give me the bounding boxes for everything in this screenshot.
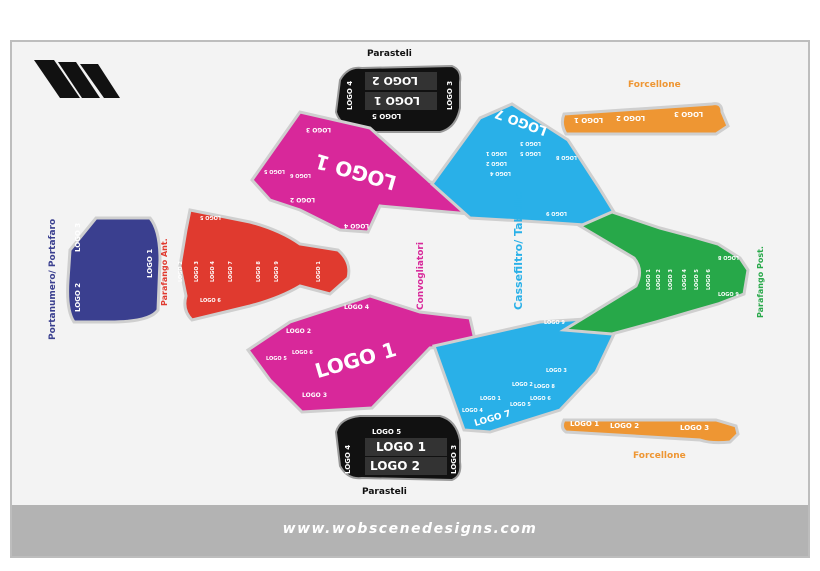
parafango-ant-logo-2: LOGO 2	[178, 261, 184, 282]
cassefiltro-bottom-logo-4: LOGO 4	[462, 408, 483, 414]
forcellone-top-logo-2: LOGO 2	[616, 114, 646, 122]
brand-logo	[34, 60, 120, 98]
cassefiltro-top-logo-5: LOGO 5	[520, 150, 541, 156]
convogliatori-top-logo-4: LOGO 4	[344, 222, 369, 229]
cassefiltro-top-logo-8: LOGO 8	[556, 154, 577, 160]
cassefiltro-bottom-logo-9: LOGO 9	[544, 320, 565, 326]
parafango-ant-logo-9: LOGO 9	[274, 261, 280, 282]
parasteli-top-logo-3: LOGO 3	[446, 80, 454, 110]
forcellone-bottom-logo-1: LOGO 1	[570, 420, 600, 428]
parasteli-bottom-logo-5: LOGO 5	[372, 428, 402, 436]
parafango-post-logo-9: LOGO 9	[718, 292, 739, 298]
parafango-post-logo-6: LOGO 6	[706, 269, 712, 290]
convogliatori-top-logo-2: LOGO 2	[290, 196, 315, 203]
parafango-post-label: Parafango Post.	[756, 246, 765, 318]
forcellone-top-logo-3: LOGO 3	[674, 110, 704, 118]
parafango-post-logo-3: LOGO 3	[668, 269, 674, 290]
parafango-ant-logo-5: LOGO 5	[200, 214, 221, 220]
parafango-ant-logo-4: LOGO 4	[210, 261, 216, 282]
website-url: www.wobscenedesigns.com	[282, 521, 538, 537]
parafango-post-logo-2: LOGO 2	[656, 269, 662, 290]
cassefiltro-bottom-logo-3: LOGO 3	[546, 368, 567, 374]
parasteli-bottom-panel-2	[365, 457, 447, 475]
cassefiltro-top-logo-4: LOGO 4	[490, 170, 511, 176]
parafango-post-logo-8: LOGO 8	[718, 254, 739, 260]
portanumero-logo-2: LOGO 2	[74, 282, 82, 312]
forcellone-bottom-logo-3: LOGO 3	[680, 424, 710, 432]
parasteli-top-panel-1	[365, 72, 437, 90]
parasteli-bottom-logo-3: LOGO 3	[450, 444, 458, 474]
parasteli-bottom-panel-1	[365, 438, 447, 456]
forcellone-bottom-logo-2: LOGO 2	[610, 422, 640, 430]
cassefiltro-bottom-logo-6: LOGO 6	[530, 396, 551, 402]
portanumero-logo-3: LOGO 3	[74, 222, 82, 252]
cassefiltro-bottom-logo-8: LOGO 8	[534, 384, 555, 390]
forcellone-top-logo-1: LOGO 1	[574, 116, 604, 124]
parafango-ant-label: Parafango Ant.	[160, 238, 169, 306]
convogliatori-top-shape	[250, 110, 478, 234]
convogliatori-label: Convogliatori	[416, 242, 426, 310]
cassefiltro-top-shape	[429, 102, 616, 228]
parasteli-top-logo-5: LOGO 5	[372, 112, 402, 120]
convogliatori-top-logo-3: LOGO 3	[306, 126, 331, 133]
portanumero-shape	[66, 216, 162, 324]
forcellone-bottom-shape	[560, 418, 740, 445]
parasteli-top-logo-1: LOGO 2	[372, 74, 418, 87]
parafango-ant-logo-8: LOGO 8	[256, 261, 262, 282]
parafango-post-logo-1: LOGO 1	[646, 269, 652, 290]
cassefiltro-bottom-logo-2: LOGO 2	[512, 382, 533, 388]
parasteli-bottom-logo-4: LOGO 4	[344, 444, 352, 474]
parafango-ant-logo-1: LOGO 1	[316, 261, 322, 282]
forcellone-bottom-label: Forcellone	[633, 451, 686, 461]
parafango-post-logo-5: LOGO 5	[694, 269, 700, 290]
parasteli-bottom-label: Parasteli	[362, 487, 407, 497]
portanumero-logo-1: LOGO 1	[146, 248, 154, 278]
convogliatori-bottom-logo-6: LOGO 6	[292, 350, 313, 356]
cassefiltro-bottom-logo-5: LOGO 5	[510, 402, 531, 408]
parafango-post-logo-4: LOGO 4	[682, 269, 688, 290]
forcellone-top-label: Forcellone	[628, 80, 681, 90]
forcellone-top-shape	[560, 102, 730, 136]
parafango-post-shape	[559, 210, 750, 336]
parasteli-top-logo-2: LOGO 1	[374, 94, 420, 107]
parafango-ant-logo-7: LOGO 7	[228, 261, 234, 282]
parasteli-top-panel-2	[365, 92, 437, 110]
convogliatori-bottom-logo-2: LOGO 2	[286, 328, 311, 335]
parasteli-bottom-logo-2: LOGO 2	[370, 459, 420, 473]
cassefiltro-top-logo-9: LOGO 9	[546, 210, 567, 216]
cassefiltro-bottom-logo-1: LOGO 1	[480, 396, 501, 402]
parasteli-top-label: Parasteli	[367, 49, 412, 59]
parafango-ant-shape	[178, 208, 351, 322]
convogliatori-top-logo-6: LOGO 6	[290, 172, 311, 178]
cassefiltro-bottom-shape	[432, 316, 616, 434]
parasteli-top-logo-4: LOGO 4	[346, 80, 354, 110]
convogliatori-top-logo-5: LOGO 5	[264, 168, 285, 174]
cassefiltro-top-logo-1: LOGO 1	[486, 150, 507, 156]
portanumero-label: Portanumero/ Portafaro	[48, 218, 58, 340]
convogliatori-bottom-logo-5: LOGO 5	[266, 356, 287, 362]
cassefiltro-top-logo-3: LOGO 3	[520, 140, 541, 146]
cassefiltro-label: Cassefiltro/ Tabelle	[512, 192, 525, 310]
parafango-ant-logo-6: LOGO 6	[200, 298, 221, 304]
parasteli-bottom-logo-1: LOGO 1	[376, 440, 426, 454]
convogliatori-bottom-logo-3: LOGO 3	[302, 392, 327, 399]
cassefiltro-top-logo-2: LOGO 2	[486, 160, 507, 166]
parafango-ant-logo-3: LOGO 3	[194, 261, 200, 282]
footer-bar: www.wobscenedesigns.com	[12, 505, 808, 556]
convogliatori-bottom-logo-4: LOGO 4	[344, 304, 369, 311]
